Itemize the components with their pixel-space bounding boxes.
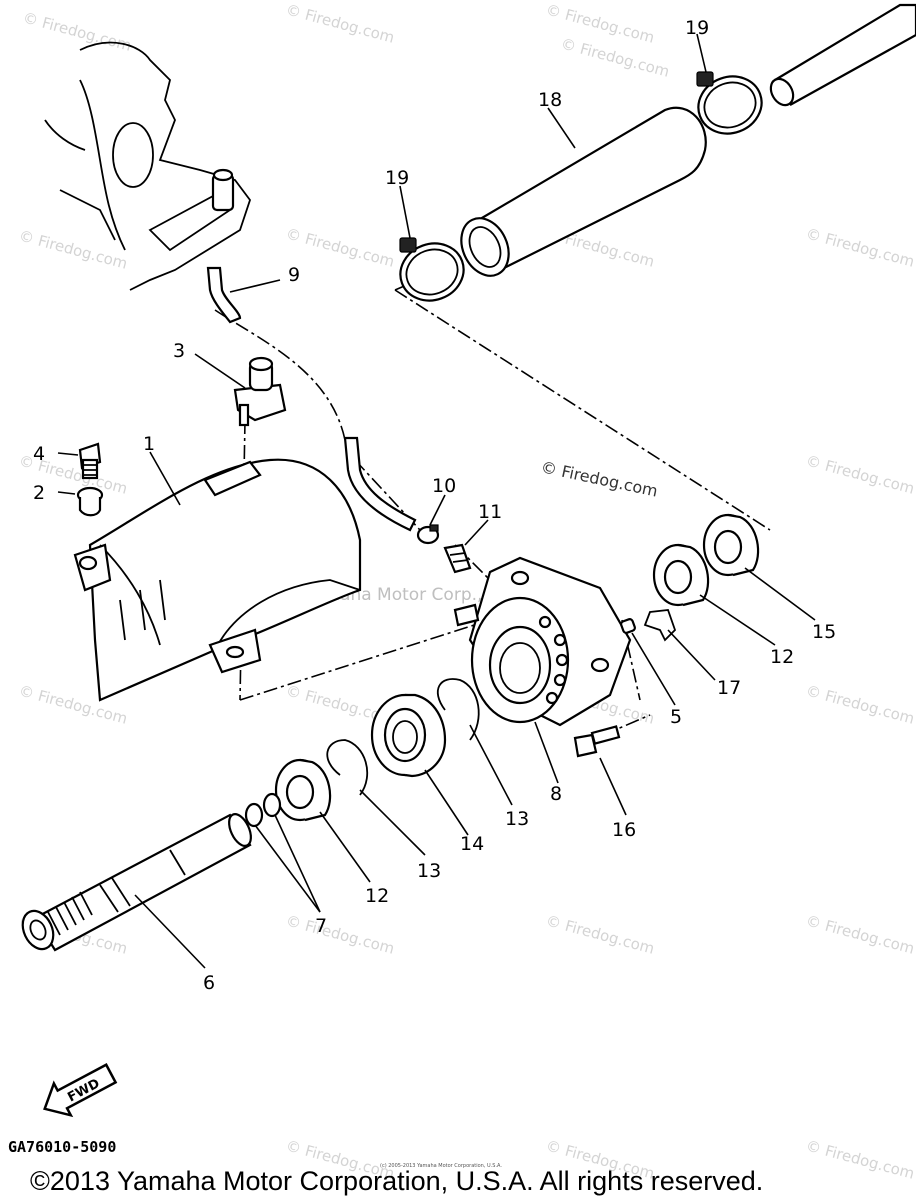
callout-19: 19 [385, 167, 409, 189]
callout-6: 6 [203, 972, 215, 994]
seal-12b [652, 543, 710, 607]
callout-8: 8 [550, 783, 562, 805]
callout-12: 12 [365, 885, 389, 907]
callout-5: 5 [670, 706, 682, 728]
copyright-notice: ©2013 Yamaha Motor Corporation, U.S.A. A… [30, 1166, 763, 1196]
circlip-13b [326, 739, 369, 796]
watermark: © Firedog.com [544, 0, 656, 46]
collar-2 [76, 486, 104, 517]
watermark: © Firedog.com [804, 681, 916, 727]
seal-12a [274, 758, 332, 822]
bearing-14 [370, 693, 447, 778]
circlip-13a [436, 678, 480, 741]
seal-15 [702, 513, 760, 577]
pipe-upper-right [769, 3, 916, 107]
watermark: © Firedog.com [284, 224, 396, 270]
watermark: © Firedog.com [804, 911, 916, 957]
cover-1 [73, 458, 362, 702]
tube-18 [460, 106, 707, 277]
clip-17 [643, 609, 677, 642]
clamp-19a [399, 237, 465, 302]
callout-1: 1 [143, 433, 155, 455]
callout-15: 15 [812, 621, 836, 643]
watermark: © Firedog.com [284, 911, 396, 957]
callouts: 1 2 3 4 5 6 7 8 9 10 11 12 12 13 13 14 1… [33, 17, 836, 994]
fine-print: (c) 2005-2013 Yamaha Motor Corporation, … [380, 1163, 502, 1169]
brand-watermark: Yamaha Motor Corp., U.S.A. [304, 585, 539, 605]
pin-5 [620, 618, 636, 634]
engine-block-fragment [44, 41, 252, 291]
callout-2: 2 [33, 482, 45, 504]
callout-17: 17 [717, 677, 741, 699]
callout-18: 18 [538, 89, 562, 111]
watermark: © Firedog.com [21, 8, 133, 54]
callout-9: 9 [288, 264, 300, 286]
leader-lines [57, 33, 816, 969]
callout-16: 16 [612, 819, 636, 841]
callout-19: 19 [685, 17, 709, 39]
watermark: © Firedog.com [559, 34, 671, 80]
watermark: © Firedog.com [804, 451, 916, 497]
hose-9 [206, 266, 417, 532]
fwd-arrow-icon: FWD [43, 1063, 118, 1118]
center-watermark: © Firedog.com [539, 457, 659, 500]
diagram-code: GA76010-5090 [8, 1138, 116, 1156]
callout-3: 3 [173, 340, 185, 362]
nipple-11 [443, 543, 472, 574]
callout-12: 12 [770, 646, 794, 668]
callout-13: 13 [505, 808, 529, 830]
callout-7: 7 [315, 915, 327, 937]
housing-8 [453, 556, 632, 727]
callout-14: 14 [460, 833, 484, 855]
callout-4: 4 [33, 443, 45, 465]
watermark: © Firedog.com [284, 0, 396, 46]
bolt-16 [573, 725, 621, 758]
bolt-4 [78, 442, 102, 480]
o-rings-7 [244, 792, 282, 828]
shaft-6 [21, 813, 252, 952]
callout-10: 10 [432, 475, 456, 497]
clamp-10 [416, 524, 440, 545]
callout-11: 11 [478, 501, 502, 523]
watermark: © Firedog.com [804, 1136, 916, 1182]
callout-13: 13 [417, 860, 441, 882]
watermark: © Firedog.com [804, 224, 916, 270]
fitting-3 [233, 356, 287, 427]
clamp-19b [696, 71, 763, 135]
housing-bolt-holes [538, 615, 569, 705]
watermark: © Firedog.com [544, 911, 656, 957]
